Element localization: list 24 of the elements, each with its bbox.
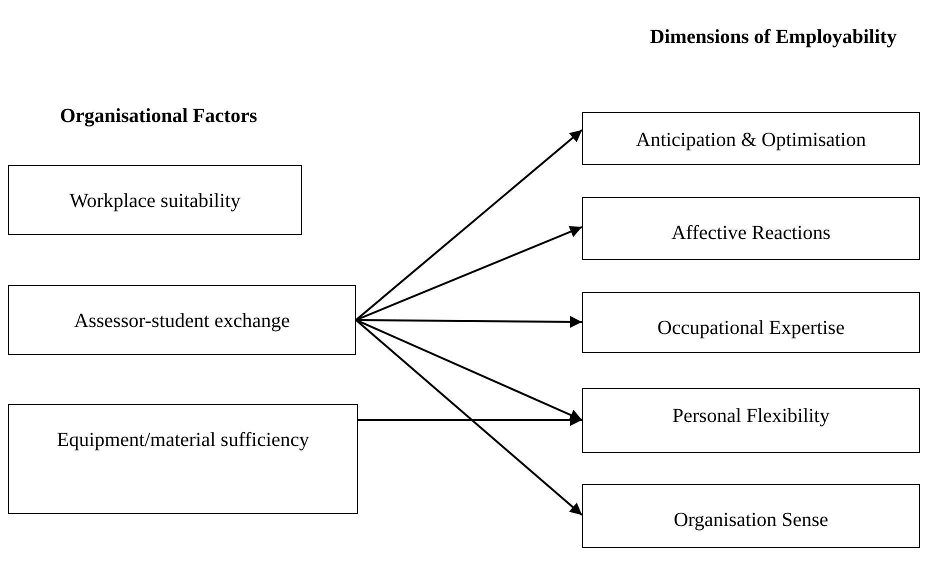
box-text: Equipment/material sufficiency — [56, 428, 310, 453]
factor-box — [8, 285, 356, 355]
box-text: Workplace suitability — [69, 189, 241, 214]
box-text: Anticipation & Optimisation — [636, 128, 866, 153]
box-text: Assessor-student exchange — [74, 309, 290, 334]
column-heading: Organisational Factors — [60, 105, 258, 128]
arrow — [356, 316, 582, 328]
arrow — [356, 319, 582, 421]
arrow — [356, 226, 582, 321]
box-text: Personal Flexibility — [672, 404, 830, 429]
factor-box — [8, 404, 358, 514]
factor-box — [582, 292, 920, 353]
factor-box — [582, 484, 920, 548]
arrow — [355, 319, 583, 516]
arrow — [358, 414, 582, 426]
factor-box — [582, 197, 920, 260]
box-text: Occupational Expertise — [657, 316, 845, 341]
factor-box — [582, 388, 920, 453]
factor-box — [582, 112, 920, 165]
box-text: Affective Reactions — [671, 221, 830, 246]
factor-box — [8, 165, 302, 235]
box-text: Organisation Sense — [674, 508, 828, 533]
arrow — [355, 129, 583, 321]
column-heading: Dimensions of Employability — [650, 26, 897, 49]
